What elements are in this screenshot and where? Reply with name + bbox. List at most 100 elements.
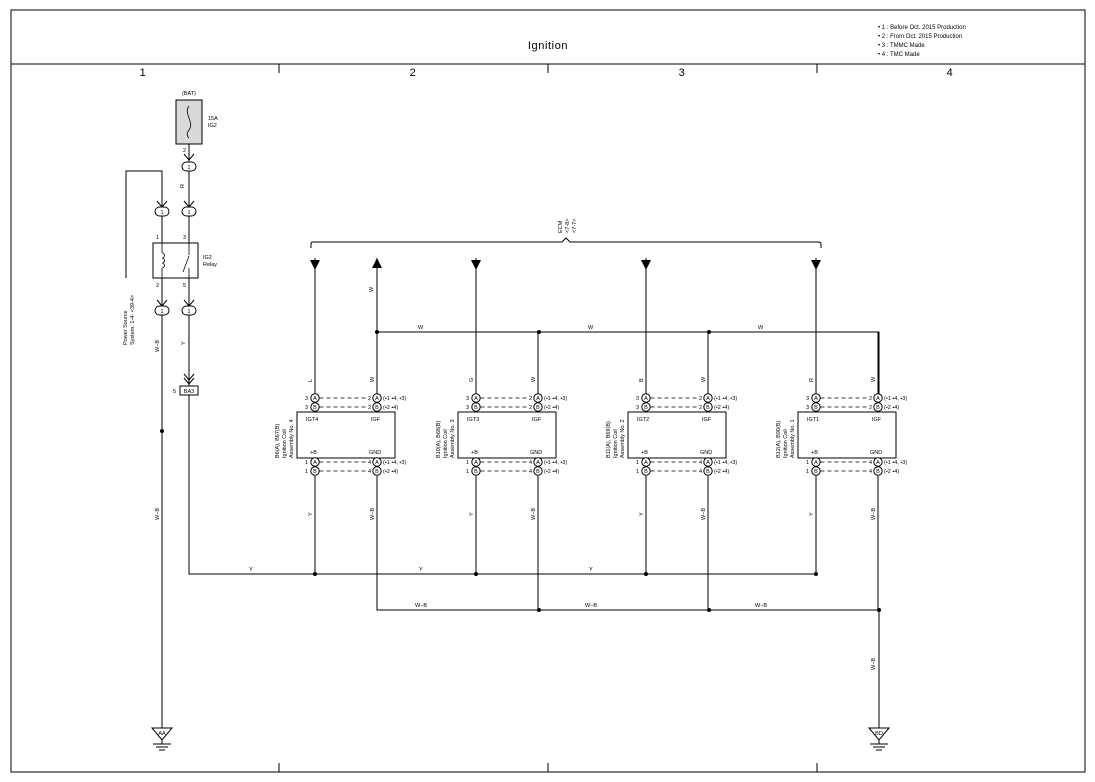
svg-text:1: 1 <box>187 210 190 216</box>
svg-text:4: 4 <box>699 460 702 466</box>
ground-bd[interactable]: BD <box>867 727 891 751</box>
svg-text:3: 3 <box>806 396 809 402</box>
relay-coil-icon <box>161 252 165 269</box>
column-number-2: 2 <box>410 67 417 79</box>
svg-text:1: 1 <box>305 460 308 466</box>
ecm-ref-2: <7-7> <box>572 219 578 233</box>
svg-text:A: A <box>876 460 880 466</box>
svg-text:IGF: IGF <box>532 417 542 423</box>
ig2-relay[interactable]: IG2 Relay <box>152 242 217 279</box>
arrow-down-icon <box>811 260 821 270</box>
arrow-down-icon <box>310 260 320 270</box>
svg-text:2: 2 <box>529 405 532 411</box>
svg-text:2: 2 <box>869 396 872 402</box>
svg-text:(•2 •4): (•2 •4) <box>544 469 559 475</box>
svg-text:A: A <box>313 396 317 402</box>
svg-text:A: A <box>536 460 540 466</box>
wire-wb-bus <box>376 480 879 611</box>
svg-text:3: 3 <box>305 396 308 402</box>
svg-text:(•2 •4): (•2 •4) <box>714 469 729 475</box>
svg-text:5: 5 <box>173 389 176 395</box>
ecm-name: ECM <box>558 220 564 233</box>
svg-text:W−B: W−B <box>531 508 537 520</box>
svg-text:G: G <box>469 378 475 382</box>
fuse-15a-ig2[interactable]: (BAT) 15A IG2 <box>175 91 218 145</box>
fuse-icon <box>186 105 192 139</box>
coil-number: Assembly No. 3 <box>450 419 456 458</box>
column-numbers: 1 2 3 4 <box>140 67 953 79</box>
svg-text:R: R <box>809 378 815 382</box>
svg-text:GND: GND <box>870 450 882 456</box>
svg-text:(•2 •4): (•2 •4) <box>383 405 398 411</box>
svg-text:W: W <box>701 376 707 382</box>
svg-text:IGT2: IGT2 <box>637 417 649 423</box>
svg-text:1: 1 <box>806 469 809 475</box>
svg-text:A: A <box>313 460 317 466</box>
fuse-name: IG2 <box>208 123 217 129</box>
svg-text:3: 3 <box>305 405 308 411</box>
svg-text:(•2 •4): (•2 •4) <box>884 405 899 411</box>
svg-text:B: B <box>876 469 880 475</box>
ecm[interactable]: ECM <7-8> <7-7> <box>310 219 822 248</box>
svg-text:A: A <box>375 396 379 402</box>
svg-text:W−B: W−B <box>370 508 376 520</box>
note-2: • 2 : From Oct. 2015 Production <box>878 34 962 40</box>
note-3: • 3 : TMMC Made <box>878 43 925 49</box>
svg-text:A: A <box>536 396 540 402</box>
ground-aa[interactable]: AA <box>150 727 174 751</box>
svg-text:IGT1: IGT1 <box>807 417 819 423</box>
svg-text:A: A <box>814 460 818 466</box>
svg-text:GND: GND <box>700 450 712 456</box>
fuse-pin-label: 2 <box>183 148 186 154</box>
svg-text:4: 4 <box>529 469 532 475</box>
wire-w-bus <box>377 331 880 399</box>
svg-text:Y: Y <box>589 567 593 573</box>
svg-text:(•2 •4): (•2 •4) <box>714 405 729 411</box>
svg-text:2: 2 <box>529 396 532 402</box>
coil-name: Ignition Coil <box>282 429 288 458</box>
svg-text:B: B <box>313 405 317 411</box>
svg-text:W−B: W−B <box>155 508 161 520</box>
svg-text:2: 2 <box>869 405 872 411</box>
svg-text:IGF: IGF <box>872 417 882 423</box>
svg-text:2: 2 <box>699 405 702 411</box>
coil-number: Assembly No. 2 <box>620 419 626 458</box>
svg-text:1: 1 <box>156 235 159 241</box>
ground-icon <box>867 727 891 741</box>
svg-text:3: 3 <box>466 396 469 402</box>
svg-text:4: 4 <box>869 460 872 466</box>
svg-text:B: B <box>814 405 818 411</box>
svg-text:1: 1 <box>636 469 639 475</box>
svg-text:A: A <box>474 396 478 402</box>
svg-text:GND: GND <box>369 450 381 456</box>
svg-text:W: W <box>418 325 424 331</box>
note-4: • 4 : TMC Made <box>878 52 920 58</box>
coil-name: Ignition Coil <box>783 429 789 458</box>
svg-text:(•2 •4): (•2 •4) <box>544 405 559 411</box>
svg-text:1: 1 <box>636 460 639 466</box>
svg-text:(•1 •4, •3): (•1 •4, •3) <box>544 460 567 466</box>
svg-text:W−B: W−B <box>415 603 427 609</box>
svg-text:1: 1 <box>466 469 469 475</box>
svg-text:1: 1 <box>305 469 308 475</box>
svg-text:1: 1 <box>187 309 190 315</box>
svg-text:B: B <box>876 405 880 411</box>
svg-text:2: 2 <box>156 283 159 289</box>
svg-text:A: A <box>375 460 379 466</box>
coil-name: Ignition Coil <box>443 429 449 458</box>
svg-text:Y: Y <box>419 567 423 573</box>
svg-text:1: 1 <box>160 309 163 315</box>
svg-text:(•1 •4, •3): (•1 •4, •3) <box>714 460 737 466</box>
coil-code: B6(A), B67(B) <box>275 424 281 458</box>
coil-code: B10(A), B68(B) <box>436 421 442 458</box>
ecm-brace <box>310 237 822 248</box>
svg-text:3: 3 <box>636 396 639 402</box>
svg-text:3: 3 <box>806 405 809 411</box>
svg-text:4: 4 <box>368 469 371 475</box>
svg-text:B: B <box>536 469 540 475</box>
